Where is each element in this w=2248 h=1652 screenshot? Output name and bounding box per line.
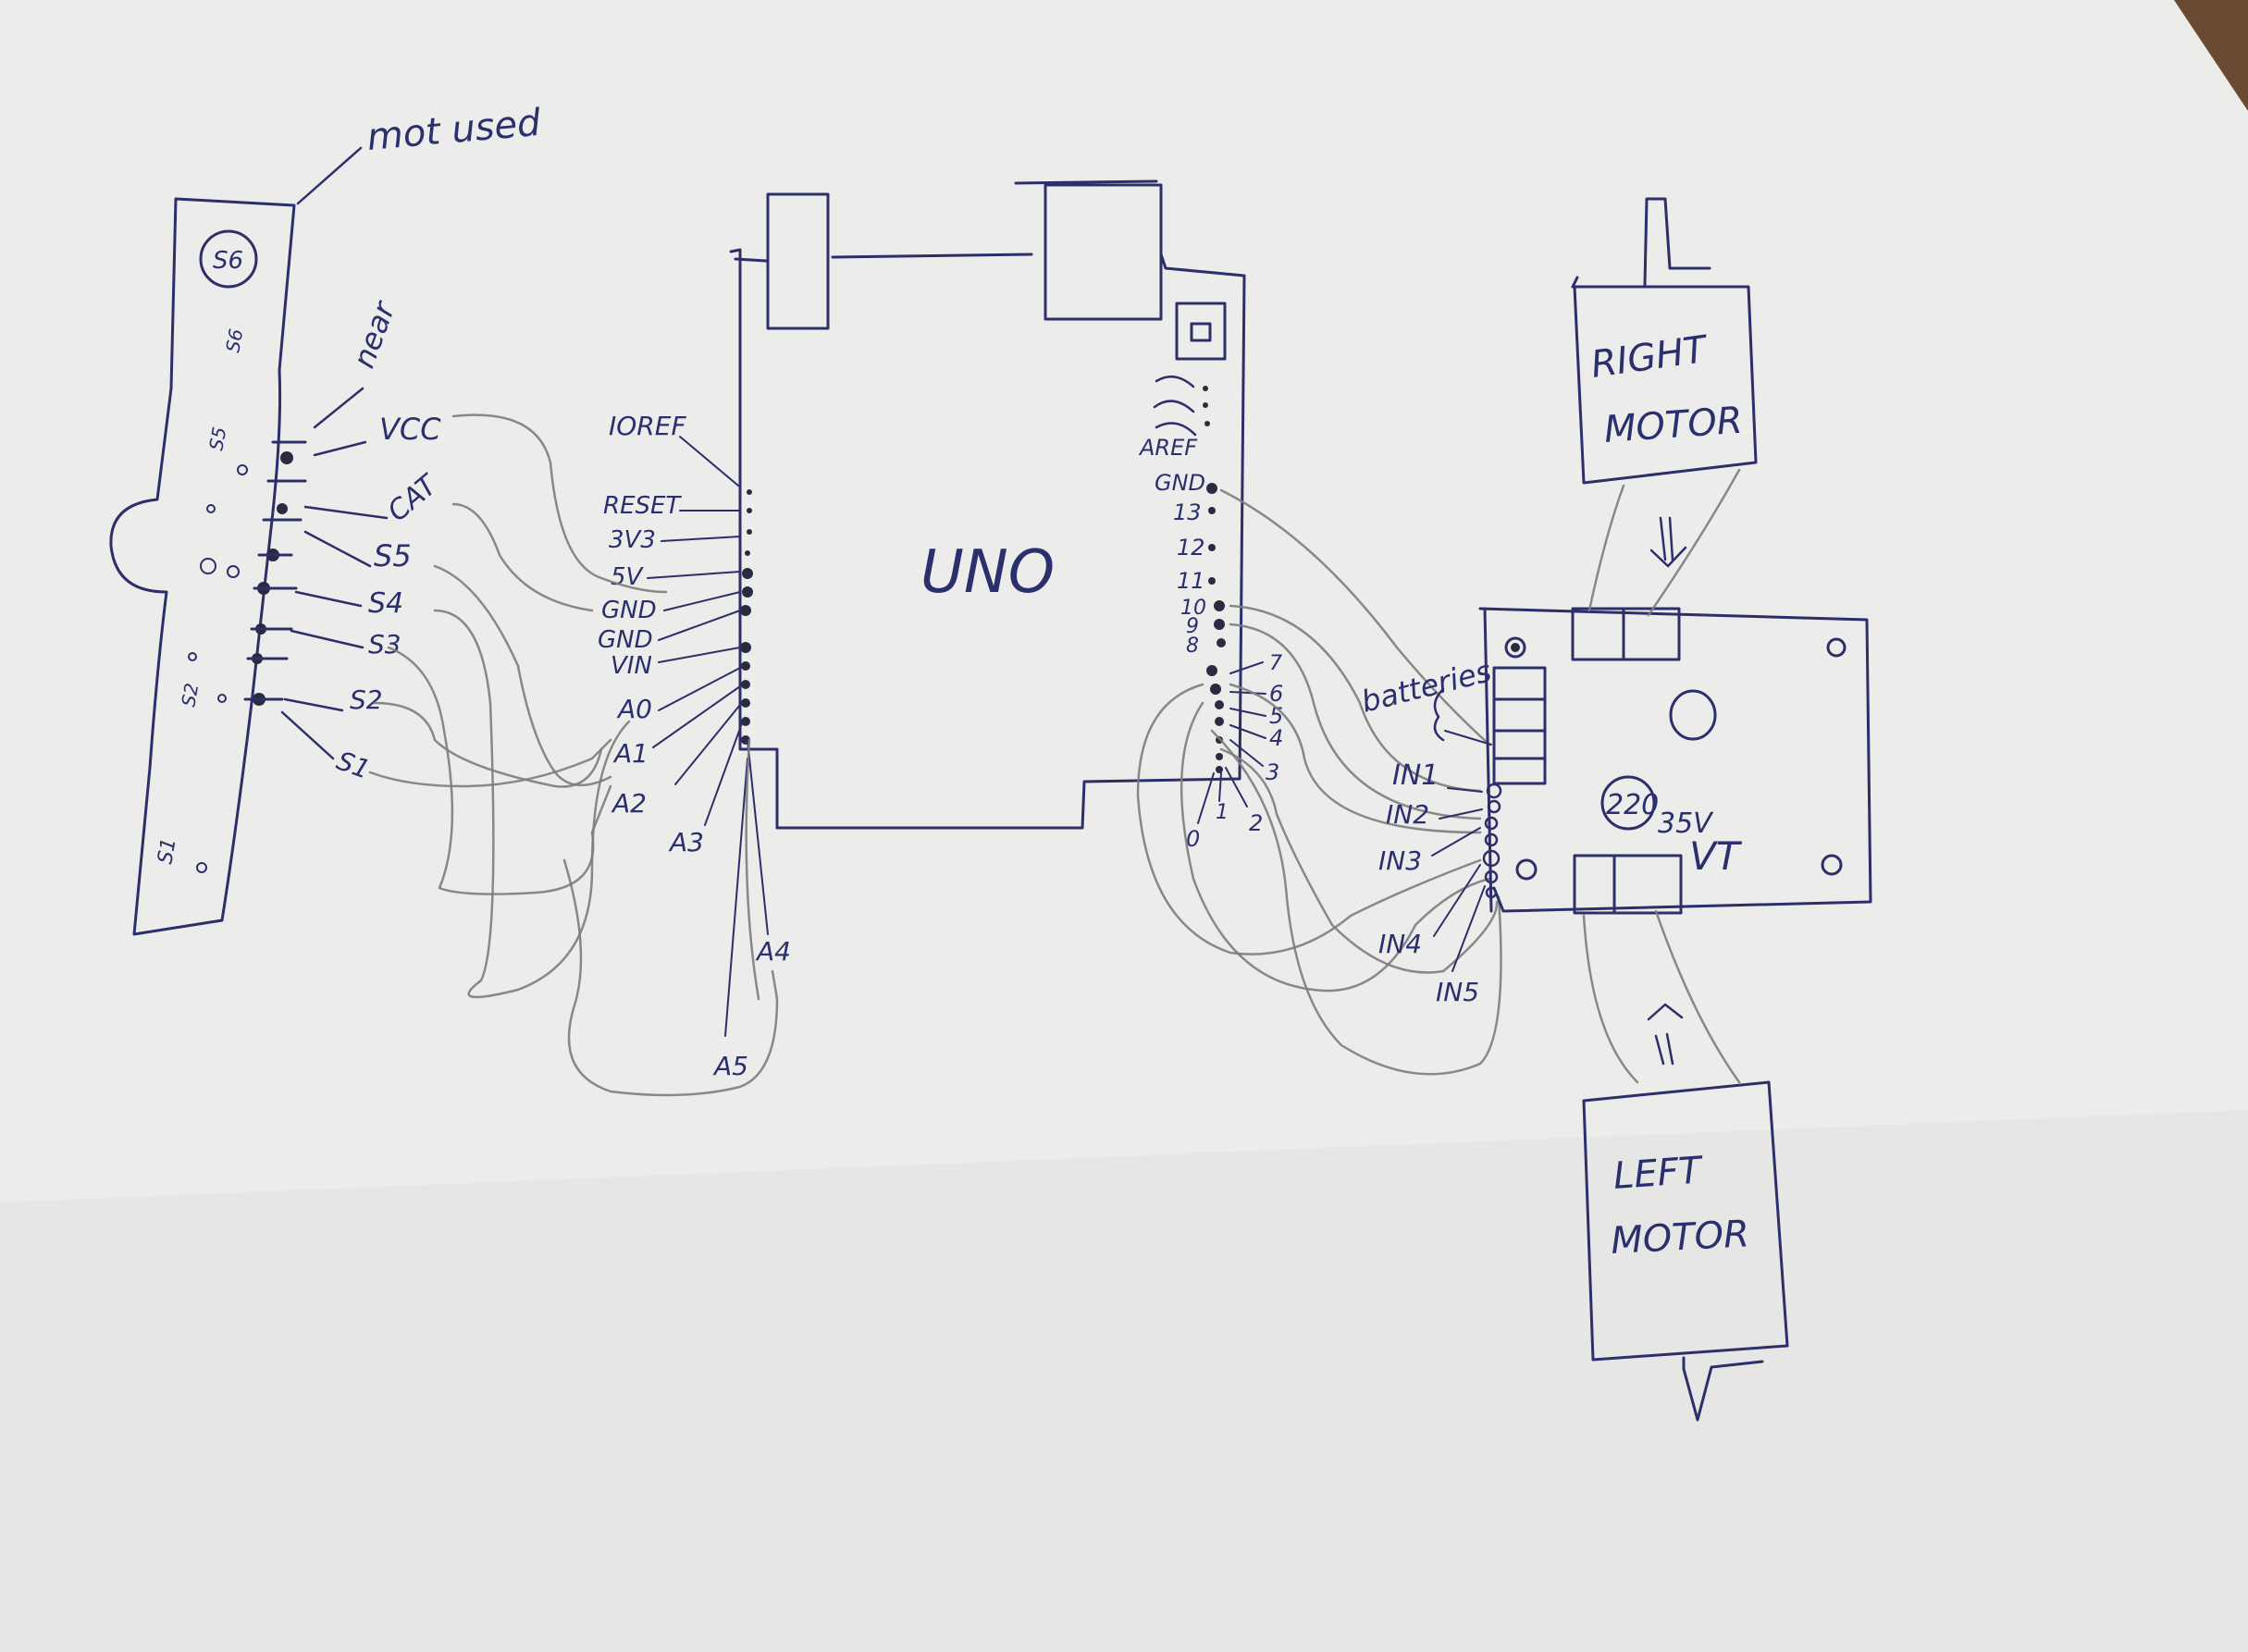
right-motor-label-2: MOTOR [1602,400,1744,451]
pin-label-s4: S4 [368,587,403,620]
uno-pin-13: 13 [1173,499,1202,525]
left-motor-terminal [1573,854,1683,915]
usb-port [766,192,830,330]
uno-pin-3v3: 3V3 [609,526,656,554]
left-motor-label-1: LEFT [1612,1149,1706,1198]
driver-input-in1: IN1 [1392,759,1439,792]
reset-button [1175,302,1227,361]
uno-pin-reset: RESET [603,492,682,520]
uno-pin-7: 7 [1269,652,1282,675]
uno-pin-11: 11 [1177,568,1205,594]
capacitor [1600,775,1656,831]
pin-label-s2: S2 [350,684,383,715]
capacitor-value: 220 [1606,789,1659,821]
uno-pin-aref: AREF [1138,435,1198,461]
sensor-left-label: S1 [154,836,180,866]
driver-input-in3: IN3 [1378,845,1422,876]
pin-label-s3: S3 [368,629,401,660]
left-motor: LEFT MOTOR [1582,909,1789,1422]
uno-pin-a1: A1 [612,738,648,769]
uno-digital-header [1153,375,1226,773]
driver-input-in5: IN5 [1436,977,1479,1007]
sensor-header-pins [243,440,307,706]
uno-pin-a5: A5 [712,1051,748,1081]
uno-pin-8: 8 [1186,635,1199,658]
uno-pin-0: 0 [1186,826,1200,852]
uno-pin-vin: VIN [611,652,652,680]
uno-pin-ioref: IOREF [609,411,686,441]
pin-label-vcc: VCC [379,412,441,447]
driver-input-in2: IN2 [1386,799,1429,830]
capacitor-voltage: 35V [1658,808,1714,840]
sensor-left-label: S5 [204,425,230,452]
uno-pin-4: 4 [1269,725,1283,751]
uno-title: UNO [920,538,1055,607]
uno-pin-a0: A0 [616,694,652,724]
svg-text:S6: S6 [213,247,243,275]
uno-pin-10: 10 [1180,597,1206,620]
uno-pin-6: 6 [1269,681,1283,707]
uno-pin-1: 1 [1216,801,1229,824]
pencil-wires [368,413,1502,1097]
mounting-hole [199,229,258,289]
sensor-left-label: S6 [221,327,247,354]
line-sensor-board: S6 S6 S5 S2 S1 [109,197,307,936]
battery-terminal-block [1492,666,1547,785]
uno-power-header [740,489,753,745]
sensor-left-label: S2 [177,682,203,709]
uno-pin-12: 12 [1177,535,1205,561]
uno-pin-9: 9 [1186,615,1199,638]
uno-pin-gnd-1: GND [601,597,657,624]
driver-input-in4: IN4 [1378,929,1422,959]
uno-pin-3: 3 [1266,759,1279,785]
left-motor-label-2: MOTOR [1610,1213,1750,1263]
motor-driver-board: 220 35V VT IN1 IN2 IN3 IN4 IN5 [1378,607,1872,1007]
driver-input-pins [1482,783,1502,899]
uno-pin-gnd-2: GND [598,626,653,654]
uno-pin-2: 2 [1249,810,1263,836]
uno-pin-a4: A4 [755,936,791,967]
arduino-uno-board: UNO IOREF RESET 3V3 5V GND GND VIN A0 A1… [598,179,1283,1081]
driver-mark: VT [1689,833,1743,879]
uno-pin-a2: A2 [611,788,647,819]
pin-label-s5: S5 [374,538,412,573]
uno-pin-gnd-digital: GND [1155,470,1205,496]
power-jack [1044,183,1163,321]
uno-pin-a3: A3 [668,827,704,857]
right-motor-terminal [1571,607,1681,661]
